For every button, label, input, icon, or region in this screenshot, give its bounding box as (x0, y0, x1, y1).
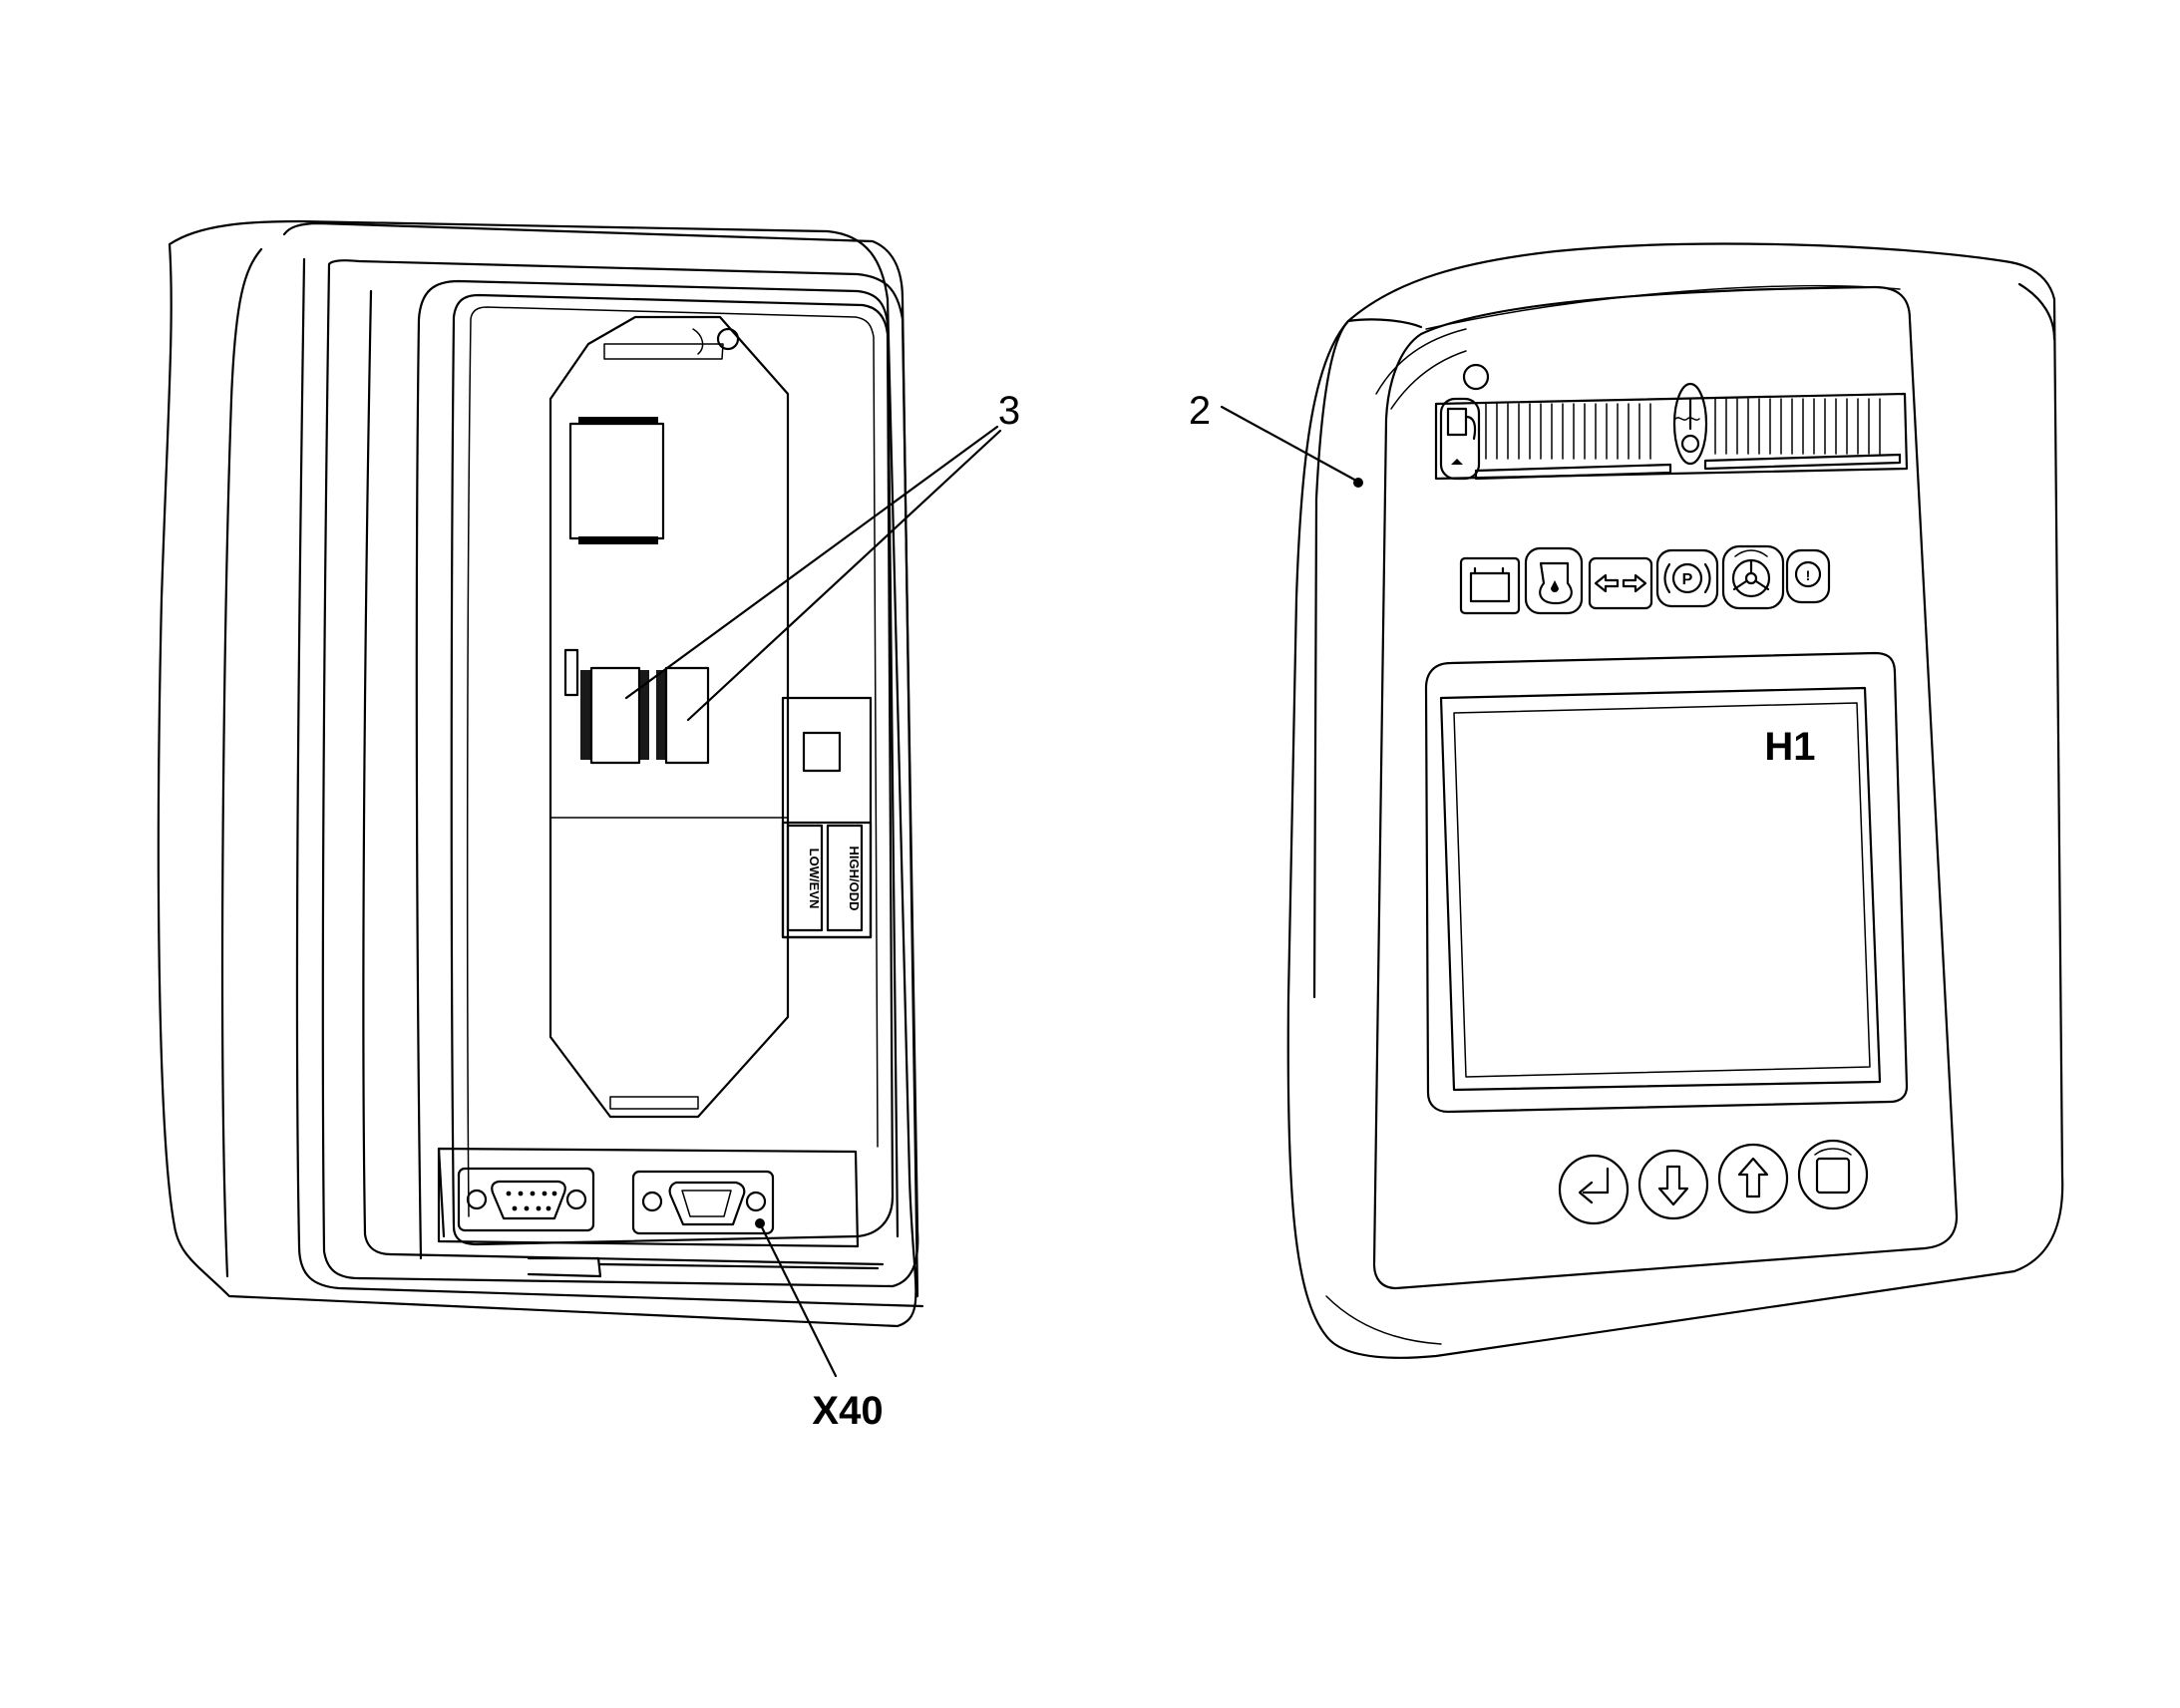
rear-frame-1 (282, 221, 919, 1298)
front-face-panel (1372, 285, 1959, 1290)
front-view-unit: P ! H1 (1189, 242, 2064, 1359)
enter-icon (1578, 1167, 1610, 1204)
fuel-pump-icon (1439, 397, 1481, 481)
front-housing-curve-3 (1325, 1295, 1442, 1345)
rear-inner-panel (450, 293, 895, 1246)
callout-2: 2 (1189, 389, 1211, 433)
front-housing-top-ridge (1425, 284, 1901, 330)
fuel-gauge-scale (1474, 463, 1672, 481)
indicator-lamp (1462, 363, 1490, 391)
rear-housing-outer (157, 219, 917, 1328)
dip-switch-square (802, 731, 842, 773)
down-button (1637, 1149, 1709, 1220)
arrow-up-icon (1737, 1157, 1769, 1198)
db9-connector-left (457, 1167, 595, 1232)
parking-brake-icon: P (1655, 548, 1719, 608)
board-chip-2 (664, 666, 710, 765)
rear-inner-panel-inset (466, 306, 879, 1217)
home-button (1797, 1139, 1869, 1210)
board-chip-1 (589, 666, 641, 765)
fuel-gauge-bars (1485, 403, 1651, 460)
leader-3-a (624, 425, 999, 700)
display-screen (1439, 686, 1882, 1092)
gauge-strip (1434, 392, 1909, 481)
svg-text:P: P (1682, 571, 1693, 588)
up-button (1717, 1143, 1789, 1214)
rear-frame-3 (321, 259, 919, 1288)
leader-x40 (758, 1221, 838, 1378)
coolant-temperature-icon (1672, 382, 1708, 466)
switch-low-box (786, 824, 824, 932)
board-notch (692, 328, 704, 355)
plate-tab-line (598, 1262, 880, 1270)
battery-icon (1459, 556, 1521, 615)
temperature-gauge-scale (1703, 453, 1902, 471)
db9-connector-x40 (631, 1170, 775, 1235)
rear-frame-4 (362, 289, 885, 1266)
brake-warning-icon: ! (1785, 548, 1831, 604)
switch-low-label: LOW/EVN (807, 849, 822, 909)
home-icon (1814, 1148, 1852, 1195)
board-mount-hole (716, 327, 740, 351)
chip-large-pins-top (578, 417, 658, 425)
switch-high-label: HIGH/ODD (847, 847, 862, 911)
display-bezel (1424, 651, 1909, 1114)
rear-housing-rim (220, 247, 263, 1278)
front-housing-side (1312, 319, 1350, 999)
callout-h1: H1 (1764, 725, 1815, 769)
temperature-gauge-bars (1714, 398, 1881, 455)
circuit-board-step (603, 343, 724, 360)
rear-view-unit: LOW/EVN HIGH/ODD 3 X40 (157, 219, 1020, 1433)
leader-2 (1220, 405, 1358, 483)
switch-high-box (826, 824, 864, 932)
turn-signal-icon (1588, 556, 1653, 610)
plate-tab-left (527, 1256, 602, 1278)
front-housing-curve-2 (1390, 350, 1467, 410)
leader-3-b (686, 429, 1002, 722)
display-screen-inner (1453, 702, 1871, 1078)
rear-frame-2 (295, 257, 924, 1308)
enter-button (1558, 1154, 1630, 1225)
arrow-down-icon (1657, 1165, 1689, 1206)
leader-2-dot (1353, 478, 1363, 488)
front-housing-curve-1 (1375, 328, 1467, 395)
steering-icon (1721, 544, 1785, 610)
board-connector-small (563, 648, 579, 697)
rear-frame-5 (415, 279, 900, 1260)
front-housing-right-edge (2017, 282, 2056, 341)
front-housing-outer (1286, 242, 2064, 1359)
callout-x40: X40 (812, 1389, 883, 1433)
connector-plate (437, 1147, 860, 1248)
chip-1-pins (580, 670, 649, 760)
chip-large-pins-bottom (578, 536, 658, 544)
board-bottom-connector (609, 1096, 699, 1110)
connector-plate-edge (437, 1147, 446, 1238)
board-chip-large (568, 422, 665, 540)
oil-pressure-icon (1524, 546, 1584, 615)
front-housing-top-edge (1346, 318, 1423, 329)
dip-switch-label-area (781, 821, 873, 939)
svg-text:!: ! (1806, 567, 1811, 583)
callout-3: 3 (998, 389, 1020, 433)
chip-2-pins (656, 670, 666, 760)
